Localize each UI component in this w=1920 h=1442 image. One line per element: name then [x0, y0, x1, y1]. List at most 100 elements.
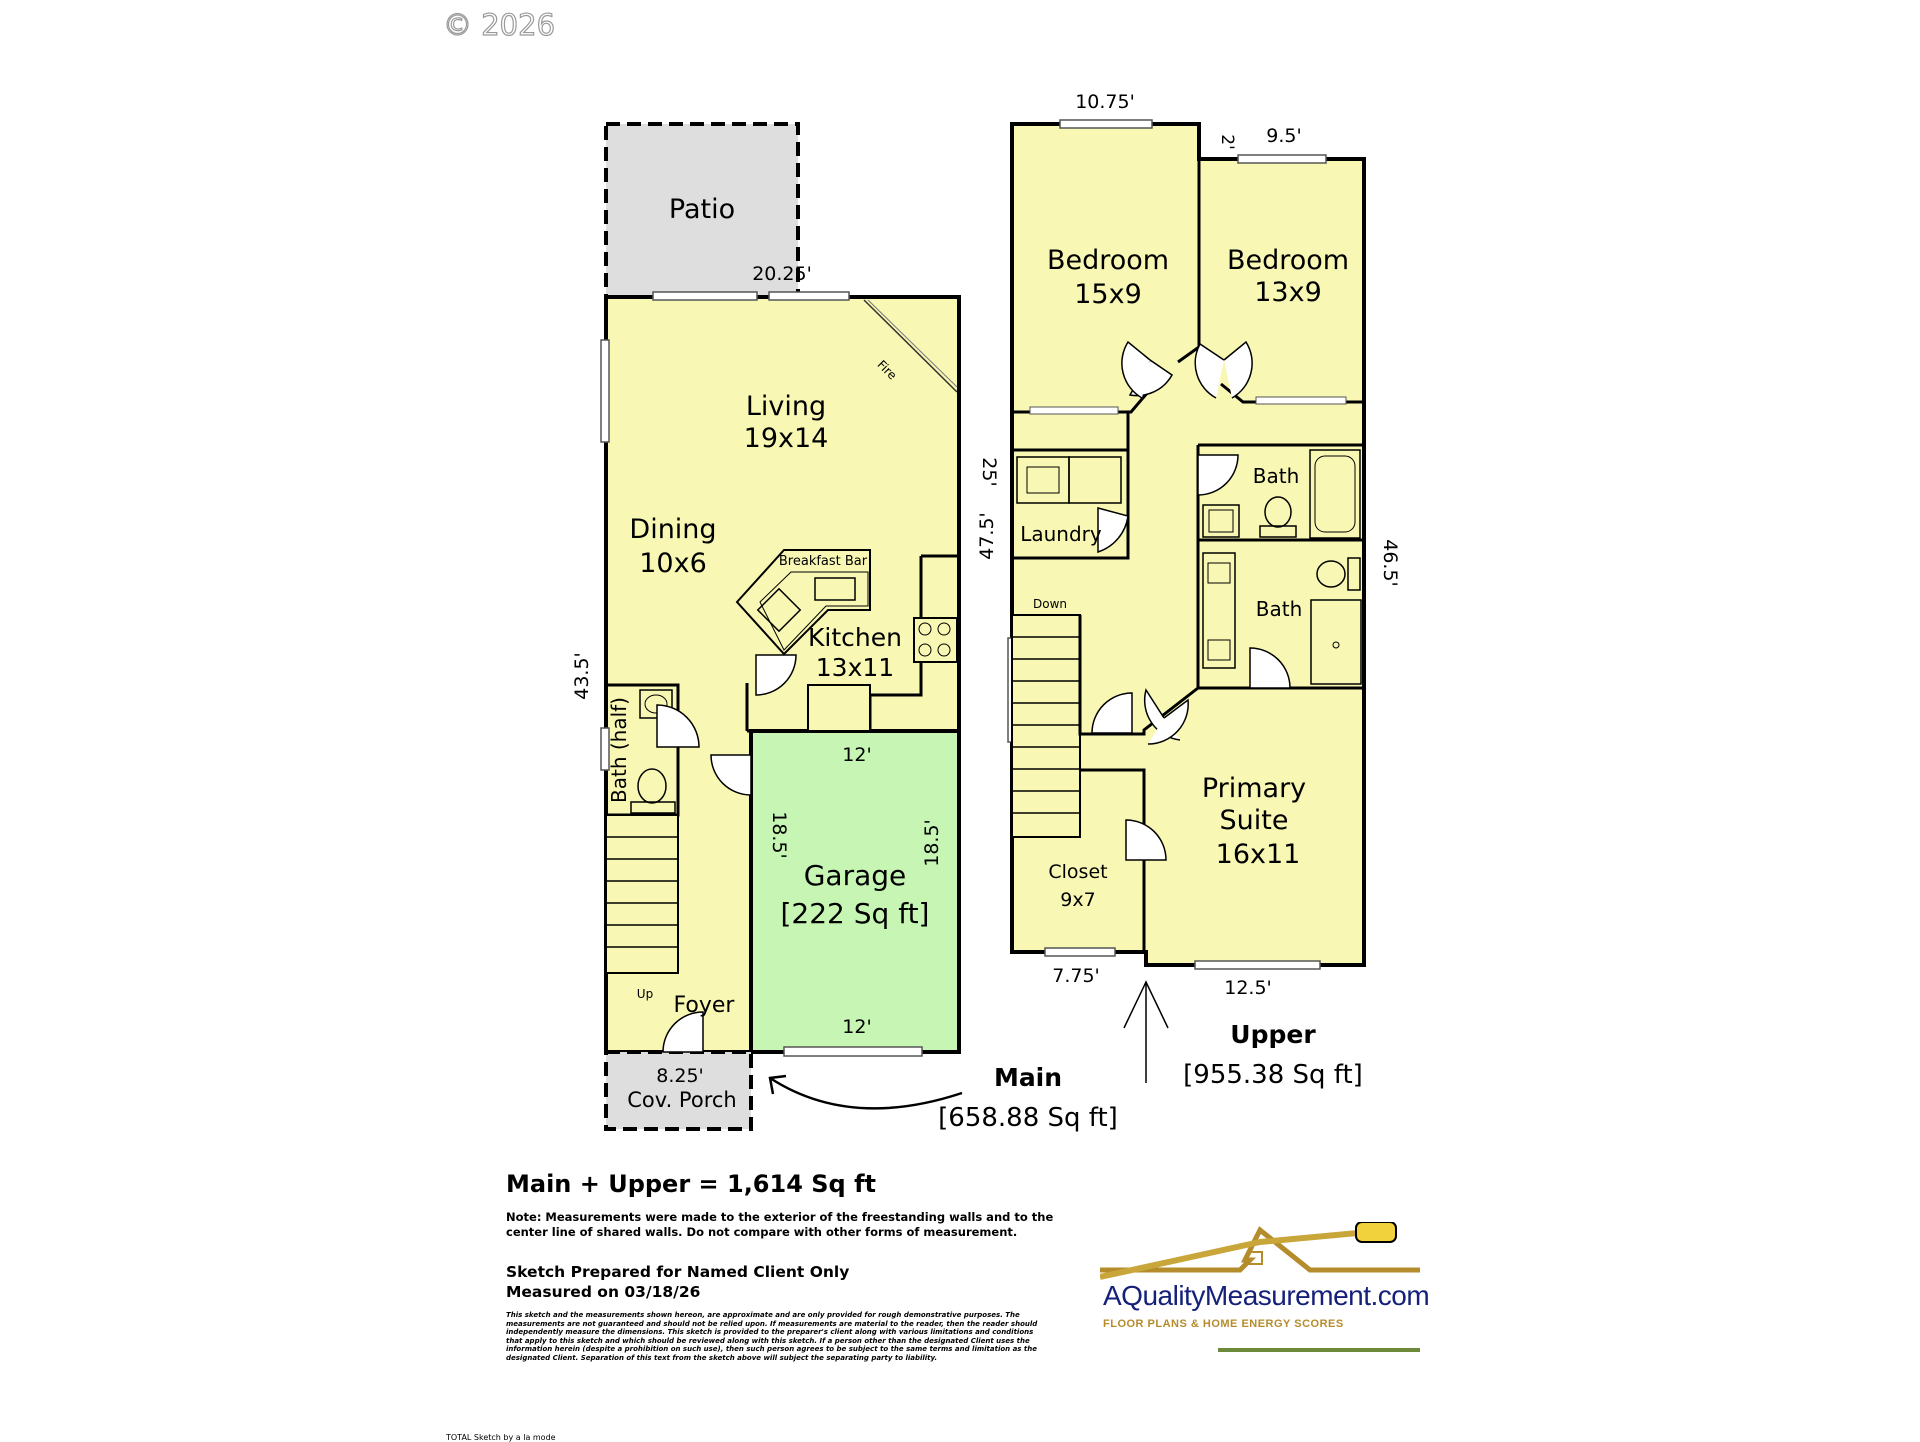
half-bath-sink: [639, 689, 673, 719]
entry-arrowhead: [768, 1074, 787, 1095]
breakfast-bar-counter: [759, 571, 869, 651]
window: [600, 339, 610, 443]
measurement-note: Note: Measurements were made to the exte…: [506, 1210, 1054, 1239]
bath2-label: Bath: [1256, 597, 1303, 621]
dim-main-top: 20.25': [752, 263, 812, 285]
door[interactable]: [1097, 507, 1129, 554]
garage-area: [222 Sq ft]: [781, 897, 930, 930]
refrigerator: [807, 684, 871, 732]
living-size: 19x14: [744, 423, 829, 454]
toilet-tank: [1259, 525, 1297, 538]
down-label: Down: [1033, 597, 1067, 611]
dim-upper-step: 2': [1217, 134, 1237, 150]
dim-porch: 8.25': [656, 1065, 704, 1087]
stair-treads: [606, 836, 678, 948]
bath1-label: Bath: [1253, 464, 1300, 488]
logo-window-icon: [1247, 1251, 1263, 1265]
dim-main-right: 25': [978, 457, 1000, 486]
toilet-tank: [630, 801, 676, 814]
dim-upper-right: 46.5': [1379, 539, 1401, 587]
measured-date: Measured on 03/18/26: [506, 1283, 701, 1301]
dim-upper-left: 47.5': [976, 512, 998, 560]
burner: [918, 643, 932, 657]
window: [1237, 154, 1327, 164]
half-bath-label: Bath (half): [607, 697, 631, 803]
burner: [937, 643, 951, 657]
entry-arrow: [769, 1076, 963, 1110]
primary-size: 16x11: [1216, 839, 1301, 870]
upper-level-name: Upper: [1230, 1020, 1316, 1049]
living-label: Living: [746, 391, 826, 422]
door[interactable]: [710, 754, 752, 796]
window: [652, 291, 758, 301]
bathtub-inner: [1314, 455, 1356, 533]
dim-garage-left: 18.5': [768, 811, 790, 859]
door[interactable]: [1091, 692, 1133, 734]
fireplace-wall: [863, 299, 958, 393]
vanity-sink: [1207, 639, 1231, 661]
dimension-labels: 20.25' 25' 43.5' 8.25' 12' 12' 18.5' 18.…: [571, 91, 1401, 1087]
shower: [1310, 599, 1362, 685]
door[interactable]: [1197, 454, 1239, 496]
half-bath-sink-bowl: [644, 694, 668, 714]
main-stairs: [605, 814, 679, 974]
dim-garage-top: 12': [842, 744, 871, 766]
laundry-wall: [1010, 412, 1130, 560]
dryer: [1068, 456, 1122, 504]
software-credit: TOTAL Sketch by a la mode: [446, 1433, 556, 1442]
door[interactable]: [1143, 688, 1189, 745]
shower-drain: [1332, 641, 1340, 649]
closet-door: [1029, 406, 1119, 415]
window: [768, 291, 850, 301]
toilet-tank: [1347, 557, 1361, 591]
dim-upper-top-left: 10.75': [1075, 91, 1135, 113]
bathtub: [1309, 449, 1361, 539]
vanity-sink: [1208, 509, 1234, 533]
main-level-name: Main: [994, 1063, 1062, 1092]
stair-treads: [1012, 636, 1080, 814]
vanity-sink: [1207, 562, 1231, 584]
laundry-label: Laundry: [1020, 522, 1102, 546]
primary-label-1: Primary: [1202, 773, 1306, 804]
dishwasher: [756, 587, 802, 633]
disclaimer-text: This sketch and the measurements shown h…: [506, 1311, 1038, 1362]
kitchen-sink: [814, 577, 856, 601]
bedroom1-label: Bedroom: [1047, 245, 1169, 276]
foyer-label: Foyer: [674, 993, 736, 1018]
north-arrow-head: [1123, 980, 1169, 1029]
room-labels: Patio Living 19x14 Dining 10x6 Breakfast…: [607, 194, 1349, 1112]
prepared-info: Sketch Prepared for Named Client Only Me…: [506, 1262, 1066, 1302]
logo-tagline: FLOOR PLANS & HOME ENERGY SCORES: [1103, 1318, 1344, 1330]
washer-lid: [1026, 466, 1060, 494]
total-area: Main + Upper = 1,614 Sq ft: [506, 1170, 876, 1198]
garage-area: [749, 729, 961, 1054]
dining-size: 10x6: [639, 548, 707, 579]
door[interactable]: [1194, 340, 1253, 399]
fireplace-wall: [867, 299, 958, 388]
door[interactable]: [1125, 819, 1167, 861]
door[interactable]: [1121, 340, 1173, 399]
window: [1194, 960, 1321, 970]
door[interactable]: [656, 704, 700, 748]
front-door[interactable]: [662, 1011, 704, 1053]
toilet-bowl: [637, 768, 667, 804]
company-logo: [1100, 1222, 1420, 1352]
logo-tape-measure-icon: [1355, 1222, 1397, 1243]
dim-upper-bottom-right: 12.5': [1224, 977, 1272, 999]
door[interactable]: [755, 654, 797, 696]
closet-size: 9x7: [1060, 889, 1095, 911]
upper-level: [1007, 119, 1366, 1083]
main-level-area: [658.88 Sq ft]: [938, 1103, 1118, 1133]
dim-garage-right: 18.5': [921, 819, 943, 867]
logo-score-bar: [1218, 1348, 1420, 1352]
bedroom2-label: Bedroom: [1227, 245, 1349, 276]
primary-wall: [1128, 686, 1199, 736]
closet-wall: [1080, 768, 1146, 952]
up-label: Up: [637, 987, 653, 1001]
patio-label: Patio: [669, 194, 735, 225]
garage-label: Garage: [804, 859, 907, 892]
toilet-bowl: [1316, 560, 1346, 588]
door[interactable]: [1249, 647, 1291, 689]
dim-upper-top-right: 9.5': [1266, 125, 1301, 147]
